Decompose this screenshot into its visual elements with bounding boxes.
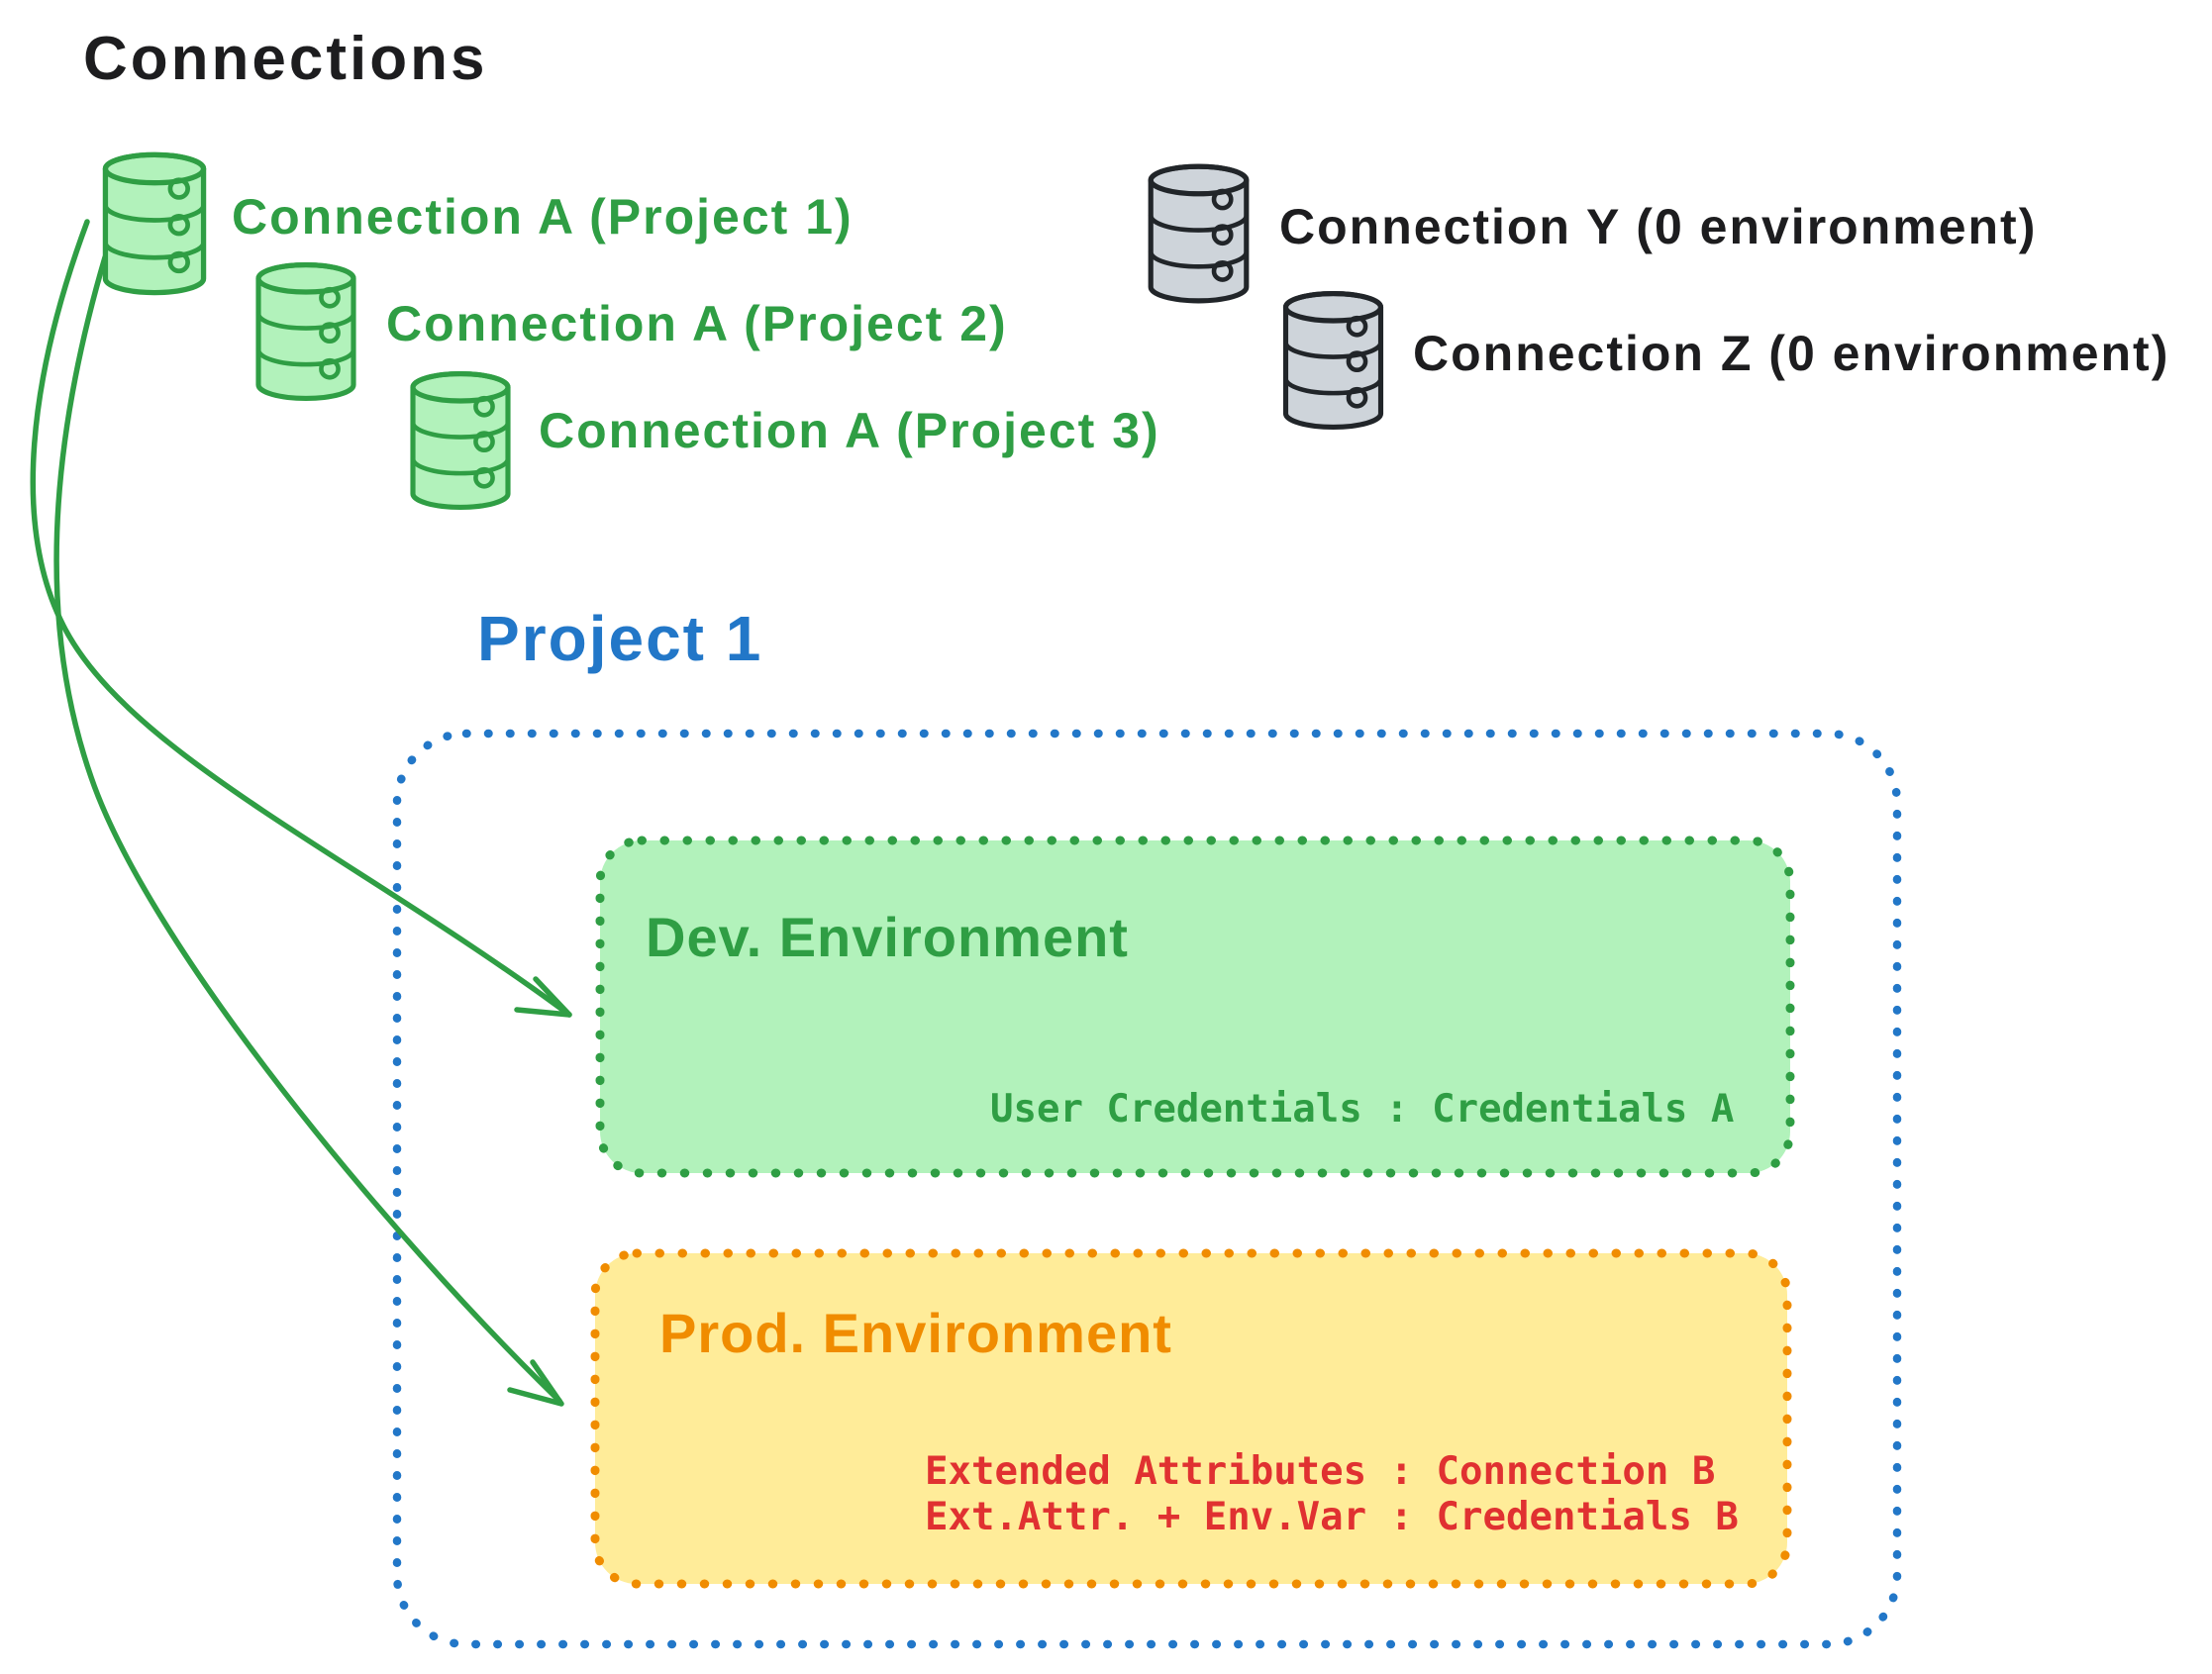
database-icon-connection-z bbox=[1285, 293, 1381, 428]
database-icon-connection-a-project-1 bbox=[105, 154, 204, 293]
connection-a-project-2-label: Connection A (Project 2) bbox=[386, 296, 1008, 351]
dev-environment-title: Dev. Environment bbox=[646, 906, 1129, 968]
project-1-title: Project 1 bbox=[477, 603, 763, 674]
diagram-title: Connections bbox=[83, 25, 488, 93]
dev-environment-credentials-mapping: User Credentials : Credentials A bbox=[990, 1087, 1735, 1132]
database-icon-connection-a-project-3 bbox=[413, 373, 508, 508]
connection-z-label: Connection Z (0 environment) bbox=[1413, 326, 2170, 381]
database-icon-connection-y bbox=[1151, 166, 1247, 301]
prod-environment-extended-attributes-mapping: Extended Attributes : Connection B bbox=[925, 1449, 1716, 1494]
database-icon-connection-a-project-2 bbox=[258, 264, 353, 399]
connection-a-project-3-label: Connection A (Project 3) bbox=[539, 403, 1160, 458]
prod-environment-env-var-mapping: Ext.Attr. + Env.Var : Credentials B bbox=[925, 1495, 1739, 1539]
connection-a-project-1-label: Connection A (Project 1) bbox=[232, 189, 854, 245]
arrow-to-prod-environment bbox=[53, 254, 564, 1407]
prod-environment-title: Prod. Environment bbox=[659, 1302, 1172, 1364]
connection-y-label: Connection Y (0 environment) bbox=[1279, 199, 2038, 254]
